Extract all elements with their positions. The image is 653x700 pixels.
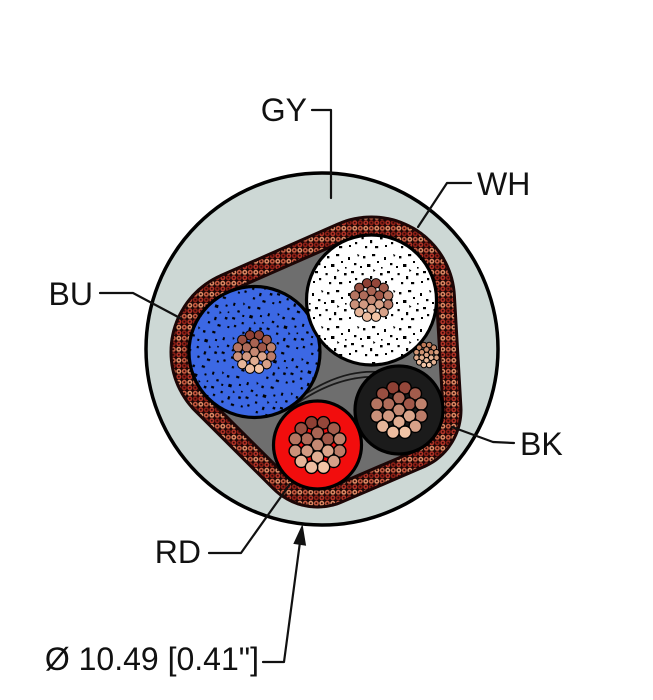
strand-bundle-black <box>369 380 429 440</box>
copper-strand <box>413 349 420 356</box>
copper-strand <box>310 450 325 464</box>
annotation-white-conductor: WH <box>416 166 530 229</box>
annotation-red-conductor: RD <box>155 482 292 570</box>
strand-bundle-red <box>288 415 347 475</box>
copper-strand <box>366 303 377 315</box>
copper-strand <box>304 460 319 475</box>
copper-strand <box>398 380 412 395</box>
copper-braid-shield <box>172 218 460 506</box>
copper-strand <box>375 419 390 434</box>
copper-strand <box>354 307 365 318</box>
copper-strand <box>420 361 428 369</box>
copper-strand <box>257 351 268 362</box>
copper-strand <box>316 415 331 430</box>
copper-strand <box>414 397 429 411</box>
copper-strand <box>358 299 369 310</box>
copper-strand <box>370 311 382 322</box>
copper-strand <box>386 425 400 440</box>
copper-strand <box>326 421 341 436</box>
leader-line-black <box>450 425 516 445</box>
white-conductor-label: WH <box>477 166 530 202</box>
copper-strand <box>261 334 272 345</box>
copper-strand <box>378 282 389 293</box>
leader-line-white <box>416 181 473 229</box>
copper-strand <box>375 386 390 401</box>
annotation-black-conductor: BK <box>450 425 563 462</box>
strand-bundle-blue <box>232 330 277 374</box>
copper-strand <box>244 363 256 374</box>
copper-strand <box>369 397 384 411</box>
copper-strand <box>332 432 347 446</box>
copper-strand <box>361 311 373 322</box>
blue-conductor-label: BU <box>49 276 93 312</box>
copper-strand <box>381 409 396 423</box>
copper-strand <box>398 425 412 440</box>
copper-strand <box>316 460 331 475</box>
copper-strand <box>374 299 385 310</box>
copper-strand <box>354 282 365 293</box>
strand-bundle-white <box>349 278 394 322</box>
leader-line-blue <box>98 291 182 320</box>
drain-wire <box>413 341 440 369</box>
copper-strand <box>261 359 272 370</box>
copper-strand <box>408 386 423 401</box>
copper-strand <box>294 454 309 469</box>
arrowhead-diameter <box>293 524 307 546</box>
black-conductor-label: BK <box>520 426 563 462</box>
copper-strand <box>237 359 248 370</box>
copper-strand <box>237 334 248 345</box>
diameter-dimension-label: Ø 10.49 [0.41"] <box>45 641 259 677</box>
copper-strand <box>288 432 303 446</box>
copper-strand <box>300 444 314 458</box>
copper-strand <box>294 421 309 436</box>
copper-strand <box>320 444 335 458</box>
annotations: GY WH BU BK RD Ø 10.49 [0.41"] <box>45 92 563 677</box>
copper-strand <box>433 349 440 356</box>
annotation-jacket: GY <box>261 92 333 200</box>
red-conductor-label: RD <box>155 534 201 570</box>
copper-strand <box>402 409 417 423</box>
copper-strand <box>378 307 389 318</box>
copper-strand <box>425 361 433 369</box>
copper-strand <box>249 355 260 367</box>
copper-strand <box>232 342 244 353</box>
leader-line-jacket <box>310 108 333 200</box>
annotation-diameter: Ø 10.49 [0.41"] <box>45 524 307 677</box>
copper-strand <box>370 278 382 289</box>
copper-strand <box>241 351 252 362</box>
annotation-blue-conductor: BU <box>49 276 182 320</box>
cable-graphic <box>144 171 500 527</box>
copper-strand <box>349 290 360 301</box>
leader-line-red <box>207 482 292 555</box>
leader-line-diameter <box>261 540 302 664</box>
copper-strand <box>266 342 277 353</box>
copper-strand <box>408 419 423 434</box>
copper-strand <box>253 330 265 341</box>
jacket-color-label: GY <box>261 92 307 128</box>
copper-strand <box>383 290 394 301</box>
copper-strand <box>326 454 341 469</box>
copper-strand <box>392 415 406 429</box>
copper-strand <box>253 363 265 374</box>
